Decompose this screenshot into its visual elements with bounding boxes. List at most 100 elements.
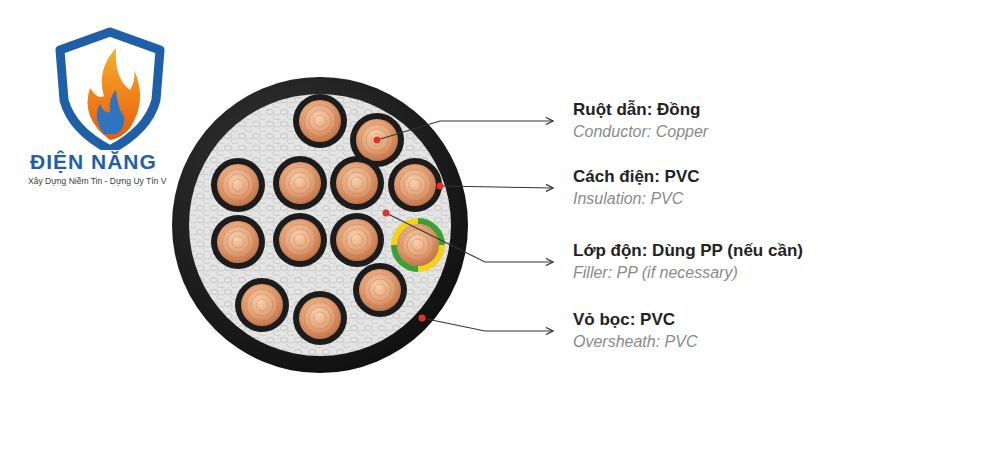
strand-ring — [341, 167, 373, 199]
copper-conductor — [279, 162, 321, 204]
strand-ring — [294, 177, 306, 189]
insulated-core — [330, 213, 384, 267]
strand-ring — [256, 299, 268, 311]
leader-dot — [437, 183, 444, 190]
leader-line — [386, 213, 553, 262]
core-insulation — [293, 94, 347, 148]
strand-ring — [374, 284, 386, 296]
strand-ring — [251, 294, 273, 316]
strand-ring — [246, 289, 278, 321]
core-insulation — [391, 218, 445, 272]
copper-conductor — [217, 221, 259, 263]
insulated-core — [273, 213, 327, 267]
strand-ring — [309, 110, 331, 132]
insulated-core — [388, 158, 442, 212]
strand-ring — [399, 169, 431, 201]
insulated-core — [211, 215, 265, 269]
strand-ring — [304, 302, 336, 334]
strand-ring — [227, 174, 249, 196]
strand-ring — [407, 234, 429, 256]
leader-dot — [419, 315, 426, 322]
callout-label: Lớp độn: Dùng PP (nếu cần) — [573, 241, 803, 261]
strand-ring — [404, 174, 426, 196]
callout-translation: Conductor: Copper — [573, 122, 708, 142]
core-insulation — [273, 213, 327, 267]
core-group — [211, 94, 445, 345]
copper-conductor — [397, 224, 439, 266]
strand-ring — [361, 124, 393, 156]
callout-label: Ruột dẫn: Đồng — [573, 100, 700, 120]
leader-dots — [374, 137, 444, 322]
callout-label: Cách điện: PVC — [573, 167, 700, 187]
insulated-core — [273, 156, 327, 210]
strand-ring — [346, 229, 368, 251]
filler — [189, 94, 451, 356]
strand-ring — [289, 172, 311, 194]
strand-ring — [284, 167, 316, 199]
insulated-core — [391, 218, 445, 272]
strand-ring — [314, 115, 326, 127]
strand-ring — [284, 224, 316, 256]
copper-conductor — [336, 219, 378, 261]
strand-ring — [341, 224, 373, 256]
strand-ring — [294, 234, 306, 246]
strand-ring — [232, 236, 244, 248]
insulated-core — [330, 156, 384, 210]
insulated-core — [353, 263, 407, 317]
callout-translation: Filler: PP (if necessary) — [573, 263, 738, 283]
insulated-core — [211, 158, 265, 212]
insulated-core — [293, 291, 347, 345]
core-insulation — [235, 278, 289, 332]
strand-ring — [289, 229, 311, 251]
logo-shield — [60, 32, 160, 150]
copper-conductor — [279, 219, 321, 261]
core-insulation — [330, 213, 384, 267]
copper-conductor — [299, 297, 341, 339]
insulated-core — [293, 94, 347, 148]
core-insulation — [211, 215, 265, 269]
core-insulation — [211, 158, 265, 212]
oversheath — [172, 77, 468, 373]
strand-ring — [412, 239, 424, 251]
copper-conductor — [217, 164, 259, 206]
strand-ring — [351, 234, 363, 246]
strand-ring — [351, 177, 363, 189]
strand-ring — [371, 134, 383, 146]
strand-ring — [222, 169, 254, 201]
insulated-core — [235, 278, 289, 332]
callout-translation: Oversheath: PVC — [573, 332, 698, 352]
strand-ring — [227, 231, 249, 253]
core-insulation — [293, 291, 347, 345]
callout-label: Vỏ bọc: PVC — [573, 310, 675, 330]
leader-line — [440, 186, 553, 188]
leader-dot — [374, 137, 381, 144]
copper-conductor — [359, 269, 401, 311]
strand-ring — [309, 307, 331, 329]
leader-dot — [383, 210, 390, 217]
earth-stripe — [391, 218, 445, 272]
copper-conductor — [336, 162, 378, 204]
strand-ring — [346, 172, 368, 194]
brand-name: ĐIỆN NĂNG — [28, 150, 159, 174]
copper-conductor — [394, 164, 436, 206]
logo-flame — [88, 48, 141, 140]
core-insulation — [353, 263, 407, 317]
strand-ring — [232, 179, 244, 191]
core-insulation — [273, 156, 327, 210]
core-insulation — [388, 158, 442, 212]
copper-conductor — [356, 119, 398, 161]
logo-inner-flame — [97, 90, 125, 134]
leader-lines — [377, 121, 553, 331]
strand-ring — [222, 226, 254, 258]
leader-line — [377, 121, 553, 140]
brand-slogan: Xây Dựng Niềm Tin - Dựng Uy Tín V — [26, 176, 168, 187]
strand-ring — [304, 105, 336, 137]
strand-ring — [314, 312, 326, 324]
copper-conductor — [299, 100, 341, 142]
strand-ring — [366, 129, 388, 151]
leader-line — [422, 318, 553, 331]
strand-ring — [409, 179, 421, 191]
core-insulation — [330, 156, 384, 210]
